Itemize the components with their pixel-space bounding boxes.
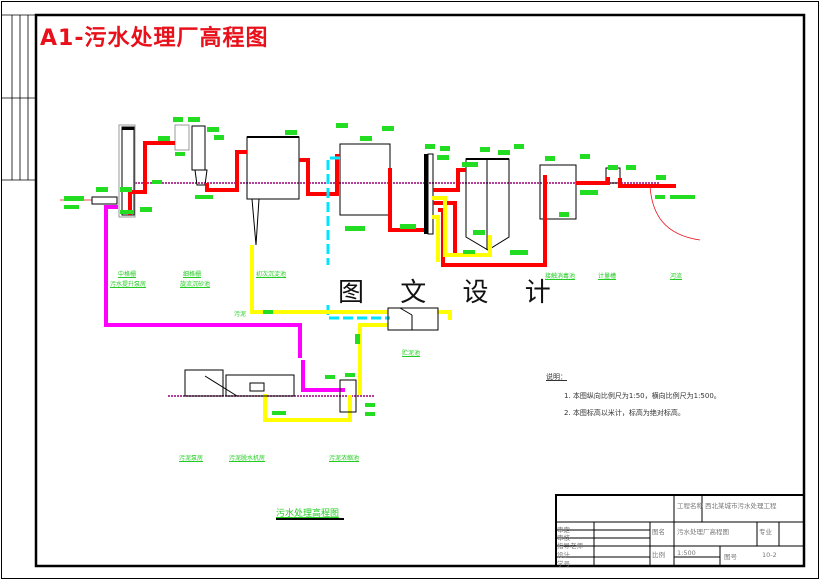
sheet-title: 污水处理高程图 <box>276 509 340 519</box>
influent-pump-house <box>118 124 136 218</box>
tb-project-name: 西北某城市污水处理工程 <box>705 502 777 510</box>
water-pipe <box>128 141 676 267</box>
tb-discipline-label: 专业 <box>759 528 772 536</box>
label-sludge-thickener: 污泥浓缩池 <box>329 455 360 462</box>
river-bank <box>649 185 701 241</box>
primary-clarifier <box>246 136 300 246</box>
contact-tank <box>539 164 577 220</box>
tb-drawing-no: 10-2 <box>762 551 777 559</box>
supernatant-pipe <box>326 156 340 265</box>
note-item: 1. 本图纵向比例尺为1:50，横向比例尺为1:500。 <box>564 392 721 400</box>
binding-strip <box>1 14 36 181</box>
notes-heading: 说明： <box>546 373 567 381</box>
inner-border <box>34 13 806 568</box>
watermark: 图 文 设 计 <box>338 278 565 308</box>
label-fine-screen: 细格栅 <box>183 271 202 278</box>
label-sludge-dewatering: 污泥脱水机房 <box>229 455 266 462</box>
tb-row: 审定 <box>557 526 570 534</box>
tb-project-label: 工程名称 <box>677 502 703 510</box>
elevation-tags <box>64 117 695 416</box>
tb-scale: 1:500 <box>677 549 696 557</box>
label-grit-chamber: 旋流沉砂池 <box>180 281 211 288</box>
tb-drawing-name: 污水处理厂高程图 <box>677 528 729 536</box>
note-item: 2. 本图标高以米计，标高为绝对标高。 <box>564 409 685 417</box>
sludge-pipe <box>250 196 492 422</box>
label-primary-clarifier: 初次沉淀池 <box>256 271 287 278</box>
drawing-title: A1-污水处理厂高程图 <box>40 26 269 51</box>
sludge-storage-tank <box>387 307 439 331</box>
title-block <box>555 494 805 567</box>
label-outfall: 计量槽 <box>598 273 617 280</box>
sludge-dewatering-house <box>184 369 357 413</box>
tb-row: 设计 <box>557 551 570 559</box>
label-sludge-pump: 污泥泵房 <box>179 455 204 462</box>
channel-structure <box>424 153 434 235</box>
secondary-clarifier <box>465 158 510 251</box>
tb-drawing-no-label: 图号 <box>724 553 737 561</box>
tb-row: 指导老师 <box>557 542 583 550</box>
return-sludge-pipe <box>104 205 302 358</box>
label-coarse-screen: 中格栅 <box>118 271 137 278</box>
label-sludge-storage: 贮泥池 <box>402 350 421 357</box>
label-disinfection: 接触消毒池 <box>545 273 576 280</box>
tb-row: 审核 <box>557 534 570 542</box>
tb-scale-label: 比例 <box>652 551 665 559</box>
notes: 说明： 1. 本图纵向比例尺为1:50，横向比例尺为1:500。 2. 本图标高… <box>546 372 721 425</box>
tb-drawing-name-label: 图名 <box>652 528 665 536</box>
aeration-tank <box>339 143 391 216</box>
label-sludge: 污泥 <box>234 311 247 318</box>
label-river: 河流 <box>670 273 683 280</box>
tb-row: 学号 <box>557 560 570 568</box>
label-influent-pump: 污水提升泵房 <box>110 281 147 288</box>
